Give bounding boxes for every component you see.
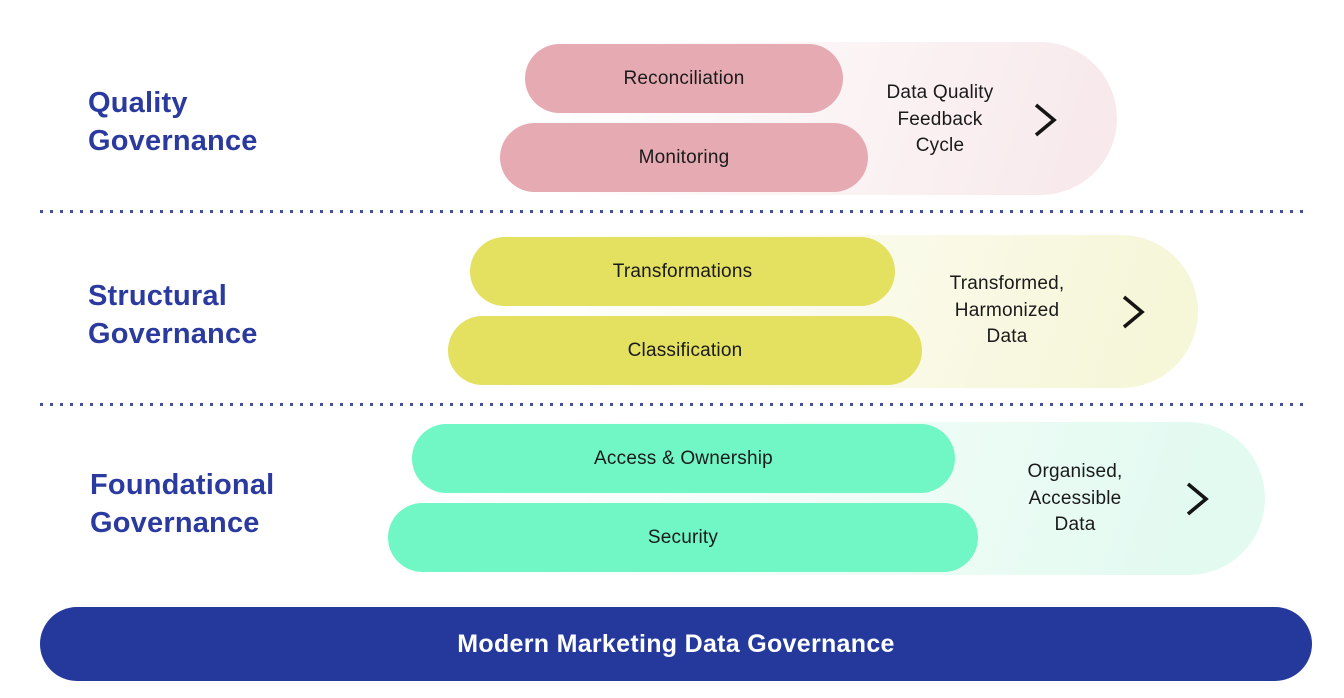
section-label-quality-governance: Quality Governance xyxy=(88,87,258,158)
caption-line: Accessible xyxy=(1028,487,1122,509)
pill-monitoring: Monitoring xyxy=(500,123,868,192)
pill-reconciliation: Reconciliation xyxy=(525,44,843,113)
section-label-foundational-governance: Foundational Governance xyxy=(90,469,275,540)
caption-line: Transformed, xyxy=(949,273,1065,294)
caption-line: Cycle xyxy=(915,135,965,157)
pill-access-ownership: Access & Ownership xyxy=(412,424,955,493)
caption-line: Data Quality xyxy=(886,82,994,103)
caption-line: Data xyxy=(1054,514,1096,536)
caption-line: Data xyxy=(986,326,1028,348)
quality-governance-output-caption: Data Quality Feedback Cycle xyxy=(855,80,1025,160)
caption-line: Feedback xyxy=(897,108,983,130)
caption-line: Harmonized xyxy=(954,299,1060,321)
chevron-right-icon xyxy=(1030,101,1060,139)
pill-transformations: Transformations xyxy=(470,237,895,306)
diagram-title-banner: Modern Marketing Data Governance xyxy=(40,607,1312,681)
dotted-separator xyxy=(40,403,1310,406)
chevron-right-icon xyxy=(1118,293,1148,331)
pill-security: Security xyxy=(388,503,978,572)
pill-classification: Classification xyxy=(448,316,922,385)
dotted-separator xyxy=(40,210,1310,213)
structural-governance-output-caption: Transformed, Harmonized Data xyxy=(922,271,1092,351)
caption-line: Organised, xyxy=(1027,461,1123,482)
chevron-right-icon xyxy=(1182,480,1212,518)
section-label-structural-governance: Structural Governance xyxy=(88,280,258,351)
foundational-governance-output-caption: Organised, Accessible Data xyxy=(990,459,1160,539)
